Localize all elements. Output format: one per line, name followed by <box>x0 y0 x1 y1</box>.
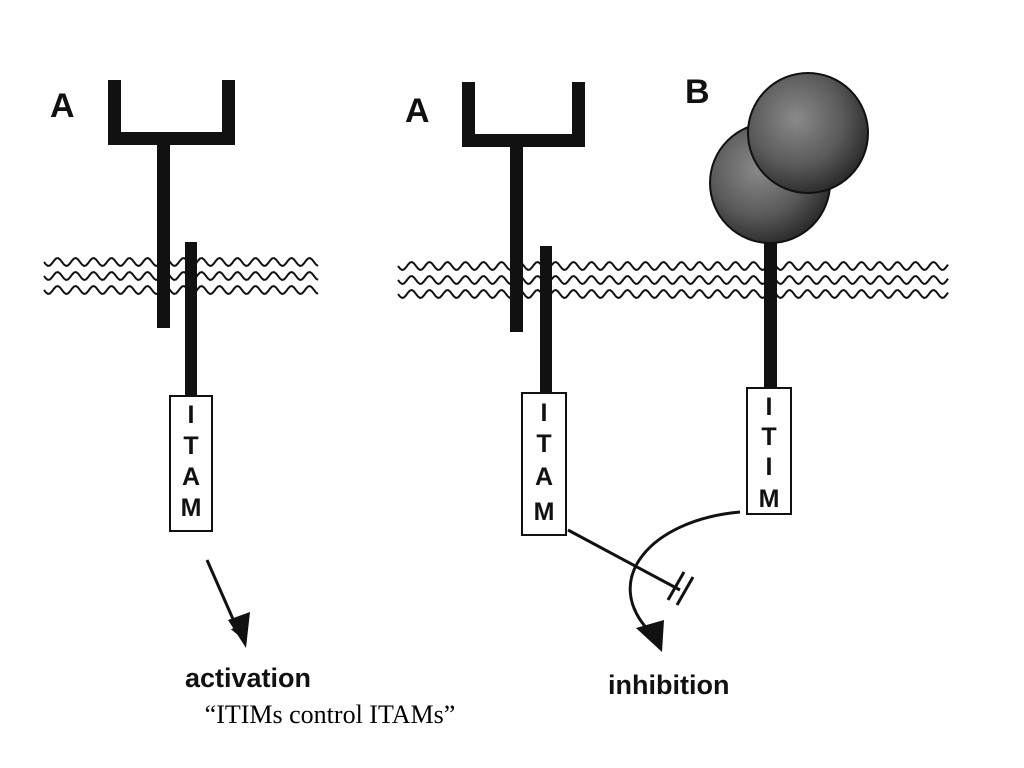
itim-inhibition-arrow <box>628 510 741 634</box>
right-receptor-a <box>462 82 585 332</box>
left-itam-letter-3: A <box>182 463 200 491</box>
left-itam-letter-4: M <box>181 494 202 522</box>
right-itam-letter-3: A <box>535 463 553 491</box>
left-itam-letter-1: I <box>188 401 195 429</box>
right-itam-letter-4: M <box>534 498 555 526</box>
right-itim-letter-1: I <box>766 393 773 421</box>
left-receptor-a <box>108 80 235 328</box>
itam-signal-line <box>567 528 681 592</box>
inhibition-label: inhibition <box>608 670 729 700</box>
right-receptor-b-label: B <box>685 73 710 111</box>
diagram-caption: “ITIMs control ITAMs” <box>204 700 456 729</box>
right-itam-letter-2: T <box>536 430 551 458</box>
right-itim-letter-4: M <box>759 485 780 513</box>
ligand-domain-upper <box>747 72 869 194</box>
itim-inhibition-arrowhead <box>636 620 664 652</box>
right-itam-chain <box>540 246 552 396</box>
right-itim-letter-3: I <box>766 453 773 481</box>
left-receptor-label: A <box>50 87 75 125</box>
right-itam-box: I T A M <box>521 392 567 536</box>
right-receptor-a-label: A <box>405 92 430 130</box>
membrane-left <box>43 256 319 296</box>
right-receptor-b <box>709 72 869 390</box>
right-itam-letter-1: I <box>541 399 548 427</box>
left-itam-box: I T A M <box>169 395 213 532</box>
right-itim-box: I T I M <box>746 387 792 515</box>
activation-label: activation <box>185 663 311 693</box>
left-itam-letter-2: T <box>183 432 198 460</box>
activation-arrowhead <box>228 612 250 648</box>
block-bar-icon <box>666 571 695 606</box>
right-itim-letter-2: T <box>761 423 776 451</box>
membrane-right <box>397 260 949 300</box>
left-itam-chain <box>185 242 197 397</box>
